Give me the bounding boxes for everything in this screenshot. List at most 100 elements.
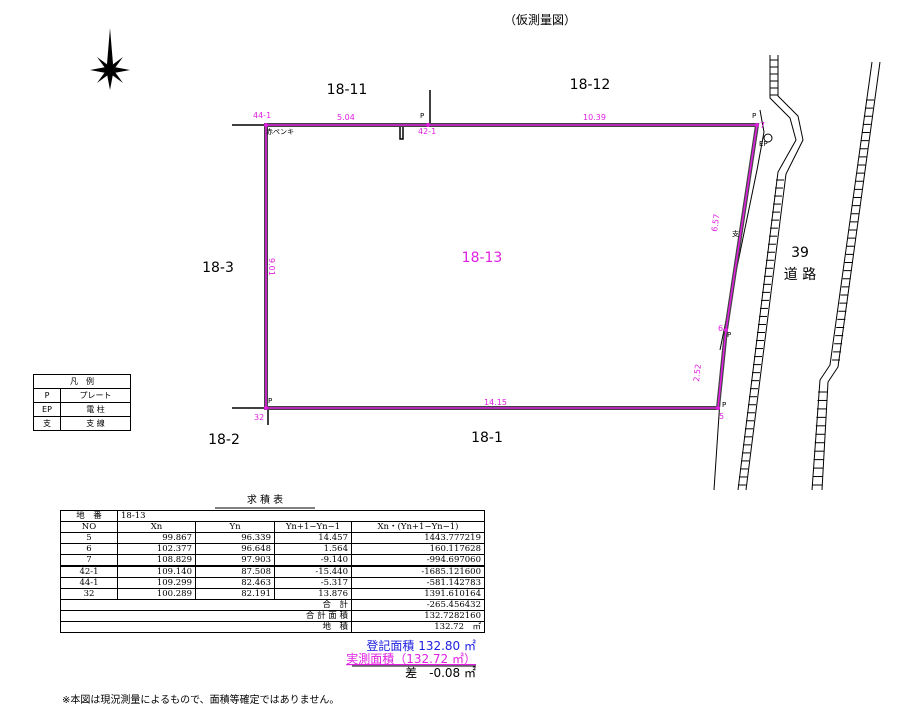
utility-pole-icon <box>763 133 773 143</box>
legend-symbol: EP <box>33 402 61 417</box>
lot-number: 18-13 <box>117 510 485 522</box>
total-area-value: 132.7282160 <box>351 610 485 622</box>
product-cell: 160.117628 <box>351 543 485 555</box>
xn-cell: 100.289 <box>117 588 196 600</box>
xn-cell: 102.377 <box>117 543 196 555</box>
total-area-label: 合 計 面 積 <box>60 610 352 622</box>
y-diff-cell: -9.140 <box>274 554 352 567</box>
road-label: 道 路 <box>784 267 816 283</box>
calc-title: 求 積 表 <box>247 493 283 506</box>
product-cell: 1443.777219 <box>351 532 485 544</box>
product-cell: -994.697060 <box>351 554 485 567</box>
point-no-cell: 6 <box>60 543 118 555</box>
product-cell: -1685.121600 <box>351 565 485 578</box>
header-no: NO <box>60 521 118 533</box>
y-diff-cell: -5.317 <box>274 577 352 589</box>
point-7: 7 <box>760 121 765 130</box>
distance-10-39: 10.39 <box>583 113 606 122</box>
plate-mark: P <box>420 112 424 120</box>
yn-cell: 87.508 <box>195 565 275 578</box>
point-42-1: 42-1 <box>418 127 436 136</box>
measured-area: 実測面積（132.72 ㎡） <box>346 651 476 666</box>
registered-area: 登記面積 132.80 ㎡ <box>366 638 476 653</box>
ep-mark: EP <box>759 140 768 148</box>
product-cell: 1391.610164 <box>351 588 485 600</box>
guy-wire-mark: 支 <box>732 229 739 238</box>
legend-label: プレート <box>60 388 131 403</box>
sum-label: 合 計 <box>60 599 352 611</box>
parcel-18-2: 18-2 <box>208 432 240 448</box>
parcel-boundary <box>265 124 758 409</box>
point-6: 6 <box>718 324 723 333</box>
y-diff-cell: -15.440 <box>274 565 352 578</box>
neighbor-lines <box>232 90 431 425</box>
red-paint-note: 赤ペンキ <box>266 128 294 136</box>
road-number: 39 <box>791 245 809 261</box>
lot-label: 地 番 <box>60 510 118 522</box>
legend-symbol: 支 <box>33 416 61 431</box>
y-diff-cell: 1.564 <box>274 543 352 555</box>
header-yn: Yn <box>195 521 275 533</box>
plate-mark: P <box>727 331 731 339</box>
distance-9-01: 9.01 <box>267 258 276 276</box>
legend-label: 電 柱 <box>60 402 131 417</box>
parcel-18-1: 18-1 <box>471 430 503 446</box>
road-edges <box>713 55 881 491</box>
plate-mark: P <box>752 112 756 120</box>
plate-mark: P <box>268 397 272 405</box>
area-difference: 差 -0.08 ㎡ <box>405 666 476 680</box>
distance-6-57: 6.57 <box>710 213 721 232</box>
point-no-cell: 5 <box>60 532 118 544</box>
distance-14-15: 14.15 <box>484 398 507 407</box>
xn-cell: 109.140 <box>117 565 196 578</box>
legend-symbol: P <box>33 388 61 403</box>
parcel-18-13: 18-13 <box>462 250 503 266</box>
yn-cell: 82.463 <box>195 577 275 589</box>
yn-cell: 96.339 <box>195 532 275 544</box>
legend-title: 凡 例 <box>33 374 131 389</box>
area-value: 132.72 ㎡ <box>351 621 485 633</box>
y-diff-cell: 14.457 <box>274 532 352 544</box>
xn-cell: 99.867 <box>117 532 196 544</box>
header-xn: Xn <box>117 521 196 533</box>
road-gutter-marks <box>738 59 874 486</box>
point-no-cell: 42-1 <box>60 565 118 578</box>
legend-label: 支 線 <box>60 416 131 431</box>
header-ydiff: Yn+1−Yn−1 <box>274 521 352 533</box>
point-no-cell: 32 <box>60 588 118 600</box>
disclaimer-note: ※本図は現況測量によるもので、面積等確定ではありません。 <box>62 693 339 705</box>
sum-value: -265.456432 <box>351 599 485 611</box>
parcel-18-11: 18-11 <box>327 82 368 98</box>
yn-cell: 82.191 <box>195 588 275 600</box>
header-product: Xn・(Yn+1−Yn−1) <box>351 521 485 533</box>
distance-5-04: 5.04 <box>337 113 355 122</box>
point-5: 5 <box>719 412 724 421</box>
north-compass-icon <box>90 28 130 90</box>
yn-cell: 97.903 <box>195 554 275 567</box>
point-32: 32 <box>254 413 264 422</box>
plate-mark: P <box>722 401 726 409</box>
point-44-1: 44-1 <box>253 111 271 120</box>
area-label: 地 積 <box>60 621 352 633</box>
point-no-cell: 44-1 <box>60 577 118 589</box>
boundary-points <box>264 123 759 410</box>
parcel-18-3: 18-3 <box>202 260 234 276</box>
map-title: （仮測量図） <box>504 13 576 27</box>
yn-cell: 96.648 <box>195 543 275 555</box>
distance-2-52: 2.52 <box>692 364 703 383</box>
product-cell: -581.142783 <box>351 577 485 589</box>
point-no-cell: 7 <box>60 554 118 567</box>
parcel-outline <box>264 123 760 410</box>
xn-cell: 108.829 <box>117 554 196 567</box>
y-diff-cell: 13.876 <box>274 588 352 600</box>
